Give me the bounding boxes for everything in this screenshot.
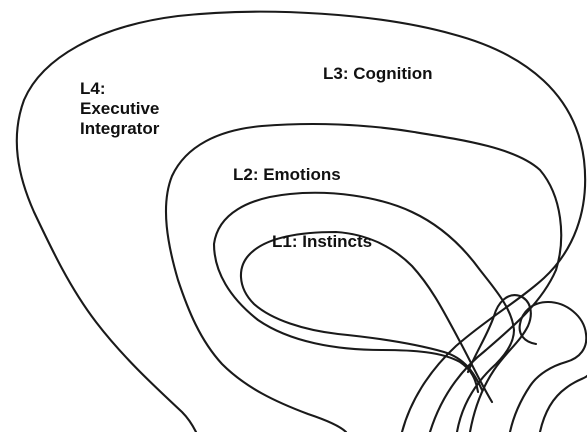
label-l4-executive-integrator: L4: Executive Integrator [80,79,159,139]
cerebellum-fold-contour [540,376,587,432]
instincts-core-contour [241,232,492,402]
label-l4-line-1: L4: [80,79,159,99]
label-l4-line-3: Integrator [80,119,159,139]
cerebellum-contour [510,302,586,432]
limbic-contour [214,193,514,432]
label-l3-cognition: L3: Cognition [323,64,433,84]
cortex-inner-contour [166,124,561,432]
brainstem-contour [468,295,531,432]
outer-cortex-contour [17,12,585,432]
label-l2-emotions: L2: Emotions [233,165,341,185]
label-l4-line-2: Executive [80,99,159,119]
label-l1-instincts: L1: Instincts [272,232,372,252]
